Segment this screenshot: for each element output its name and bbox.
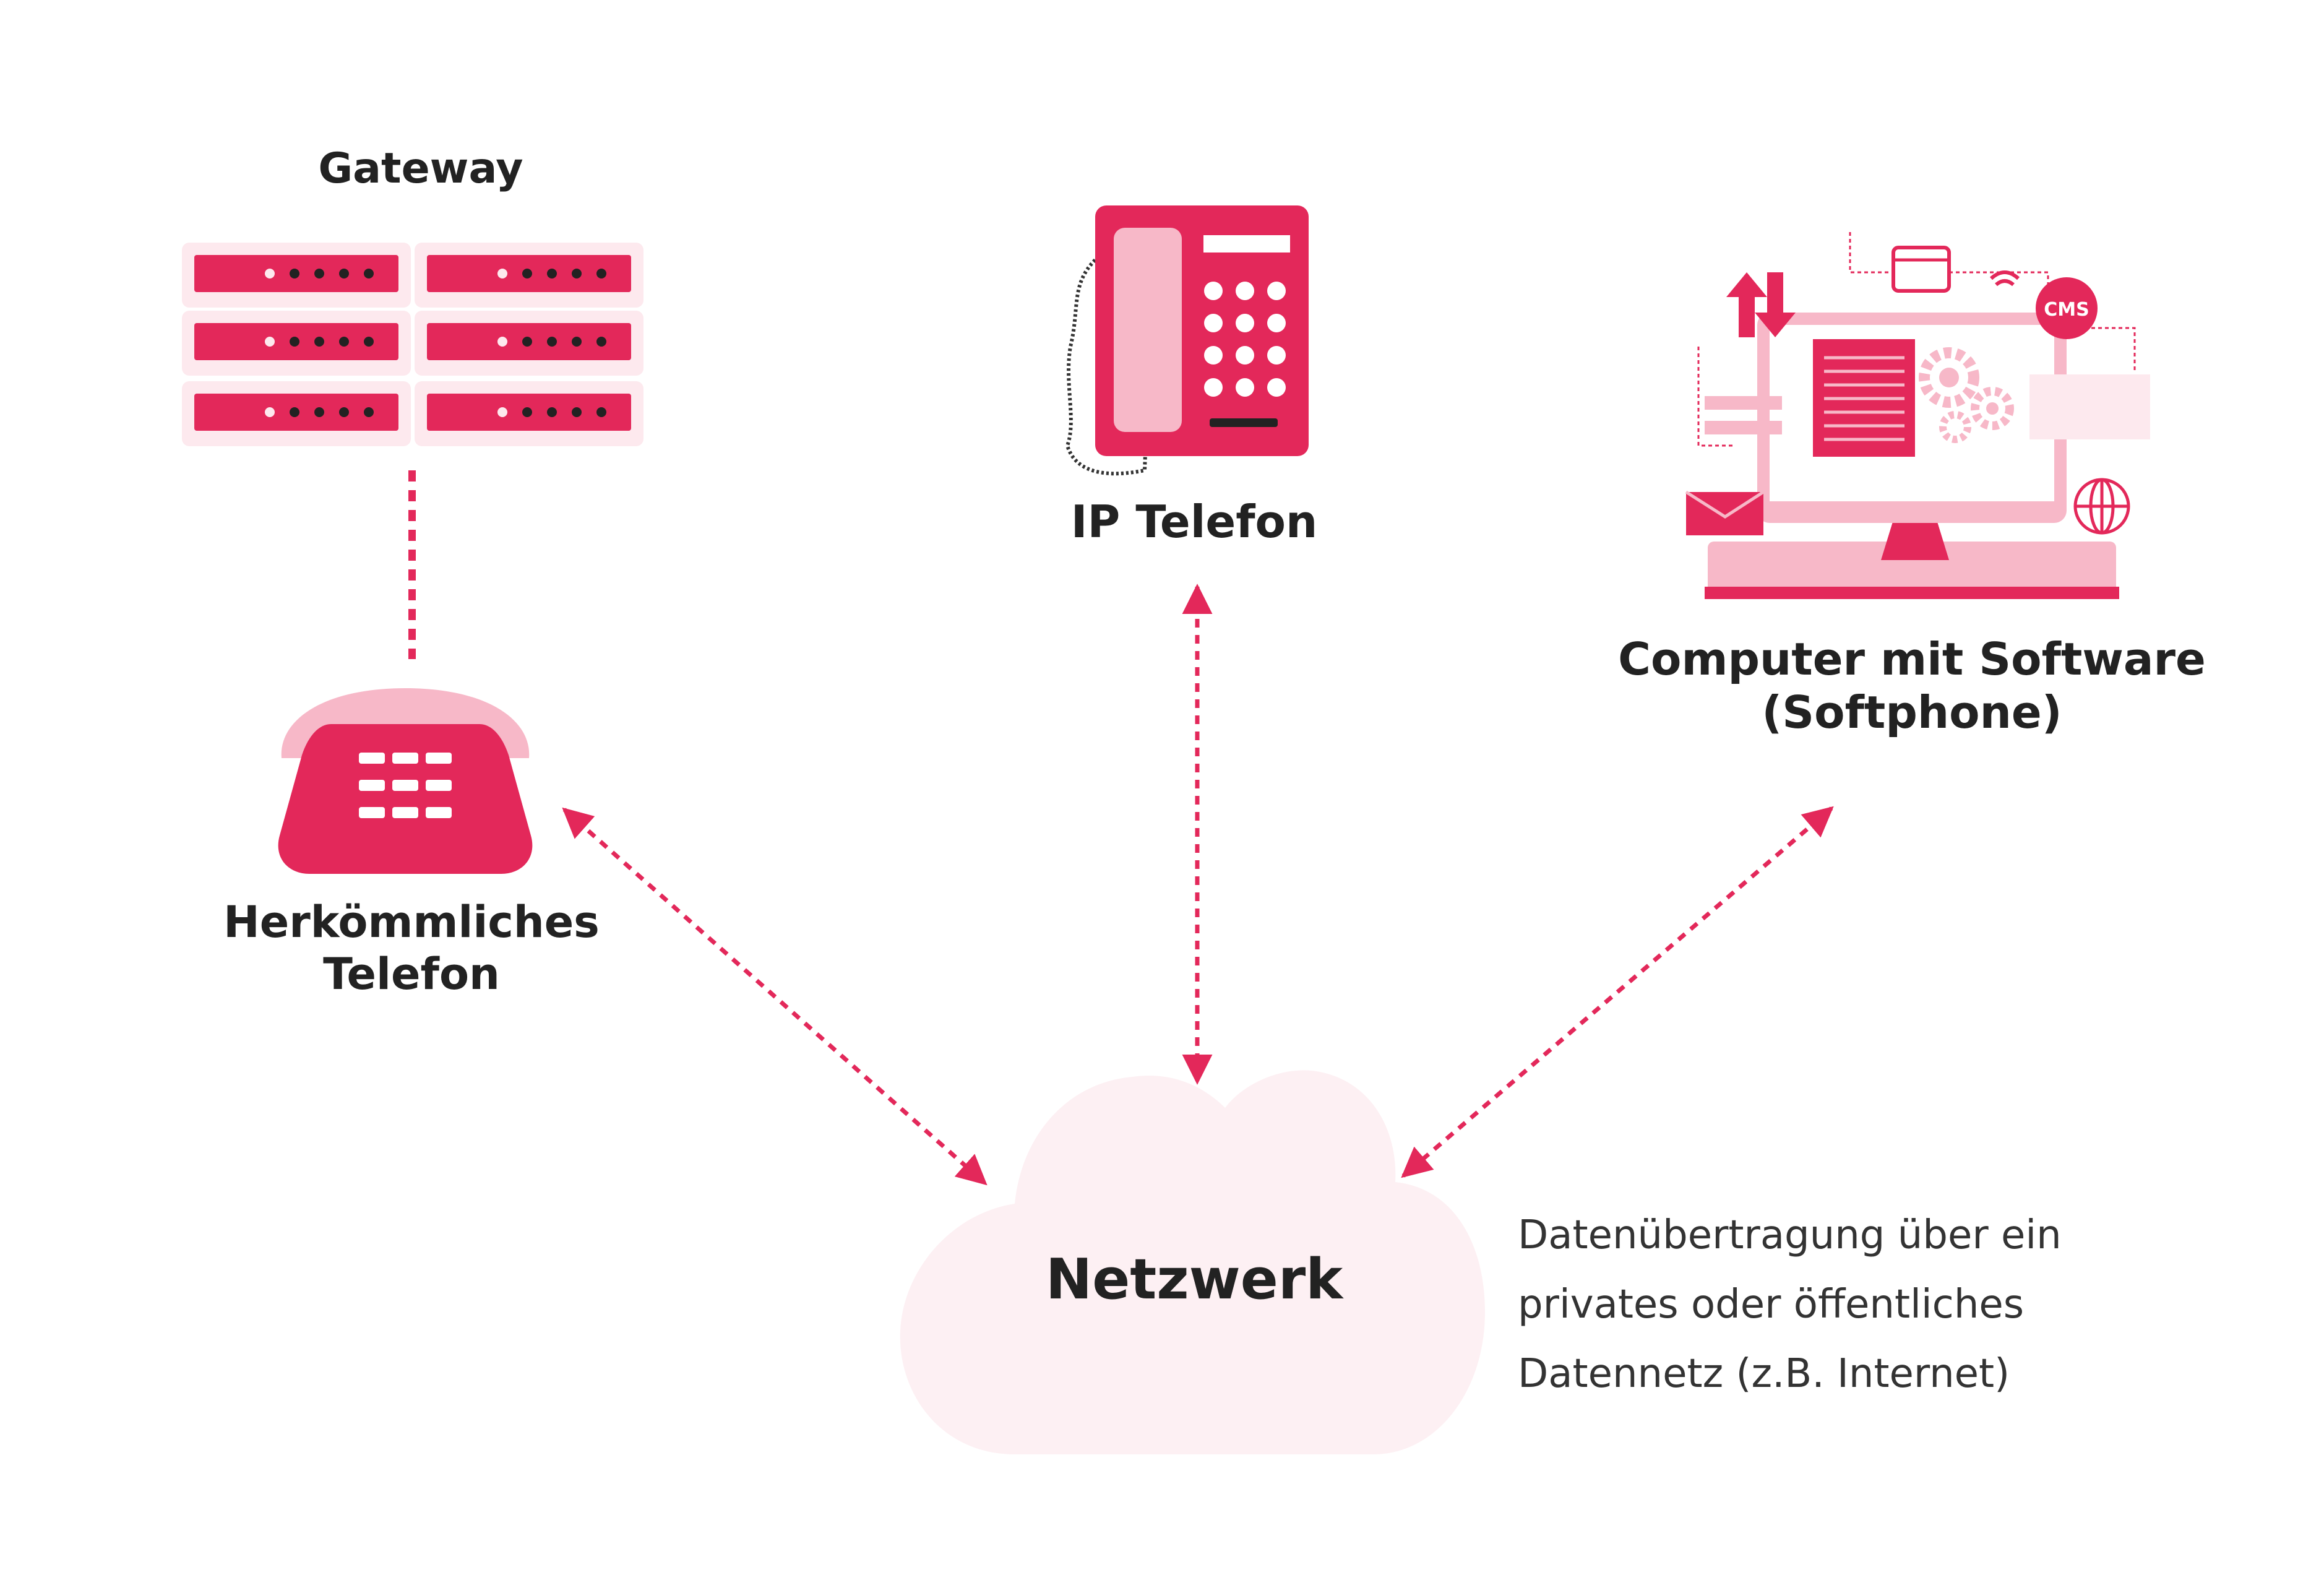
code-window-icon — [1891, 246, 1951, 293]
network-label: Netzwerk — [1045, 1247, 1343, 1312]
phone-cord — [1065, 258, 1148, 476]
gear-icon — [1971, 387, 2014, 430]
classic-phone-label-line: Herkömmliches — [223, 897, 600, 948]
classic-phone-label-line: Telefon — [323, 949, 500, 999]
envelope-icon — [1685, 490, 1765, 535]
arrow-down-icon — [1755, 272, 1796, 337]
computer-label-line: Computer mit Software — [1618, 633, 2206, 685]
classic-phone-label: Herkömmliches Telefon — [210, 896, 613, 1000]
computer-label-line: (Softphone) — [1762, 686, 2062, 739]
server-unit — [415, 381, 643, 446]
wifi-icon — [1989, 270, 2020, 287]
network-description: Datenübertragung über ein privates oder … — [1518, 1201, 2248, 1409]
desktop-computer-icon: CMS — [1685, 232, 2150, 599]
server-unit — [182, 381, 411, 446]
server-unit — [415, 243, 643, 308]
gateway-label: Gateway — [318, 144, 523, 193]
server-unit — [182, 243, 411, 308]
svg-text:CMS: CMS — [2044, 299, 2089, 321]
server-unit — [182, 311, 411, 376]
description-line: Datenübertragung über ein — [1518, 1212, 2062, 1258]
description-line: privates oder öffentliches — [1518, 1282, 2025, 1328]
server-unit — [415, 311, 643, 376]
ip-phone-label: IP Telefon — [1070, 496, 1318, 548]
gear-icon — [1939, 411, 1971, 443]
globe-icon — [2073, 478, 2130, 535]
cms-badge-icon: CMS — [2036, 277, 2098, 339]
gear-icon — [1919, 347, 1979, 408]
cloud-icon — [900, 1070, 1485, 1454]
description-line: Datennetz (z.B. Internet) — [1518, 1351, 2010, 1397]
link-computer-network — [1401, 806, 1834, 1178]
classic-telephone-icon — [278, 688, 533, 874]
desk-ip-phone-icon — [1065, 205, 1309, 476]
server-rack-icon — [182, 243, 643, 446]
link-classic-phone-network — [562, 807, 988, 1186]
computer-label: Computer mit Software (Softphone) — [1572, 632, 2252, 740]
arrow-up-icon — [1726, 272, 1767, 337]
